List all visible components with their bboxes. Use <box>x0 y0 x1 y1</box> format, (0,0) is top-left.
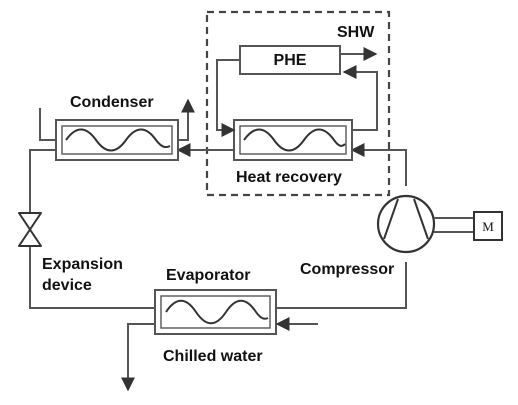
expansion-valve-icon <box>18 212 42 247</box>
label-condenser: Condenser <box>70 94 154 111</box>
compressor-shaft <box>434 217 474 233</box>
condenser-water-out <box>178 98 195 141</box>
condenser-water-in <box>39 108 56 141</box>
label-evaporator: Evaporator <box>166 267 250 284</box>
heat-recovery-enclosure <box>205 10 391 197</box>
pipe-compressor-to-heatrecovery <box>350 143 407 186</box>
motor-icon: M <box>473 211 503 241</box>
label-expansion: Expansion <box>42 256 123 273</box>
pipe-condenser-to-expansion <box>29 149 56 213</box>
label-heat-recovery: Heat recovery <box>236 169 342 186</box>
chilled-water-out <box>121 323 155 392</box>
label-compressor: Compressor <box>300 261 394 278</box>
phe-loop-right <box>342 65 378 131</box>
phe-loop-left <box>216 59 240 137</box>
condenser <box>55 119 179 161</box>
label-device: device <box>42 277 92 294</box>
motor-label: M <box>482 219 494 234</box>
heat-recovery-exchanger <box>233 119 353 161</box>
evaporator <box>154 289 277 335</box>
label-chilled-water: Chilled water <box>163 348 263 365</box>
compressor-icon <box>376 194 436 254</box>
label-shw: SHW <box>337 24 375 41</box>
pipe-expansion-to-evaporator <box>29 246 155 309</box>
pipe-evaporator-to-compressor <box>276 262 407 309</box>
label-phe: PHE <box>274 52 307 69</box>
